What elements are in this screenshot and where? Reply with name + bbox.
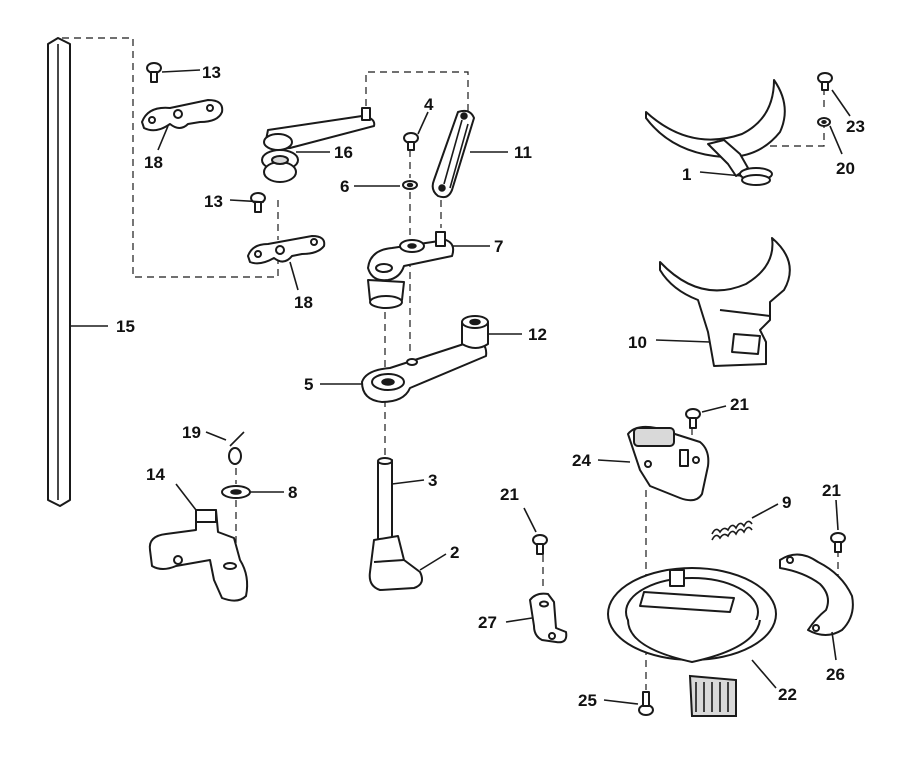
callout-12: 12 (528, 325, 547, 344)
part-21-screw-c (830, 532, 846, 553)
callout-4: 4 (424, 95, 434, 114)
callout-22: 22 (778, 685, 797, 704)
callout-6: 6 (340, 177, 349, 196)
part-13-screw-lower (250, 192, 266, 213)
callout-21-top: 21 (730, 395, 749, 414)
callout-3: 3 (428, 471, 437, 490)
part-8-washer (221, 485, 251, 499)
part-6-washer (402, 180, 418, 190)
callout-16: 16 (334, 143, 353, 162)
callout-5: 5 (304, 375, 313, 394)
part-20-washer (817, 117, 831, 127)
callout-27: 27 (478, 613, 497, 632)
part-5-crank (361, 340, 488, 403)
part-21-screw-b (532, 534, 548, 555)
callout-23: 23 (846, 117, 865, 136)
part-25-screw (638, 691, 654, 716)
leader-lines (70, 69, 851, 705)
callout-13-upper: 13 (202, 63, 221, 82)
part-27-bracket (529, 592, 568, 644)
callout-8: 8 (288, 483, 297, 502)
callout-26: 26 (826, 665, 845, 684)
part-7-lever (367, 231, 455, 309)
callout-20: 20 (836, 159, 855, 178)
part-24-sensor (627, 425, 710, 502)
part-10-ring-bracket (659, 237, 791, 367)
callout-11: 11 (514, 143, 532, 162)
part-14-bracket (148, 509, 249, 602)
part-21-screw-a (685, 408, 701, 429)
callout-24: 24 (572, 451, 591, 470)
callout-2: 2 (450, 543, 459, 562)
callout-18-lower: 18 (294, 293, 313, 312)
callout-14: 14 (146, 465, 165, 484)
part-26-arc-bracket (779, 553, 854, 636)
callout-9: 9 (782, 493, 791, 512)
part-18-bracket-upper (141, 99, 224, 132)
part-11-connector (431, 109, 475, 199)
callout-10: 10 (628, 333, 647, 352)
callout-19: 19 (182, 423, 201, 442)
callout-1: 1 (682, 165, 691, 184)
part-12-post (461, 315, 489, 349)
part-4-screw (403, 132, 419, 151)
callout-25: 25 (578, 691, 597, 710)
callout-labels: 13 18 16 13 18 4 6 11 7 12 5 15 3 2 19 8… (116, 63, 865, 710)
callout-21-left: 21 (500, 485, 519, 504)
part-1-ring-bracket (645, 79, 786, 186)
callout-18-upper: 18 (144, 153, 163, 172)
part-9-spring (711, 520, 753, 541)
part-13-screw-upper (146, 62, 162, 83)
part-2-foot (368, 535, 423, 591)
part-19-clip (228, 431, 245, 465)
part-22-base-ring (607, 567, 777, 717)
callout-15: 15 (116, 317, 135, 336)
callout-21-right: 21 (822, 481, 841, 500)
part-18-bracket-lower (247, 235, 326, 265)
part-15-rod (47, 37, 71, 507)
callout-7: 7 (494, 237, 503, 256)
part-23-screw (817, 72, 833, 91)
part-3-shaft (377, 457, 393, 541)
callout-13-lower: 13 (204, 192, 223, 211)
part-16-crank-arm (261, 107, 376, 183)
